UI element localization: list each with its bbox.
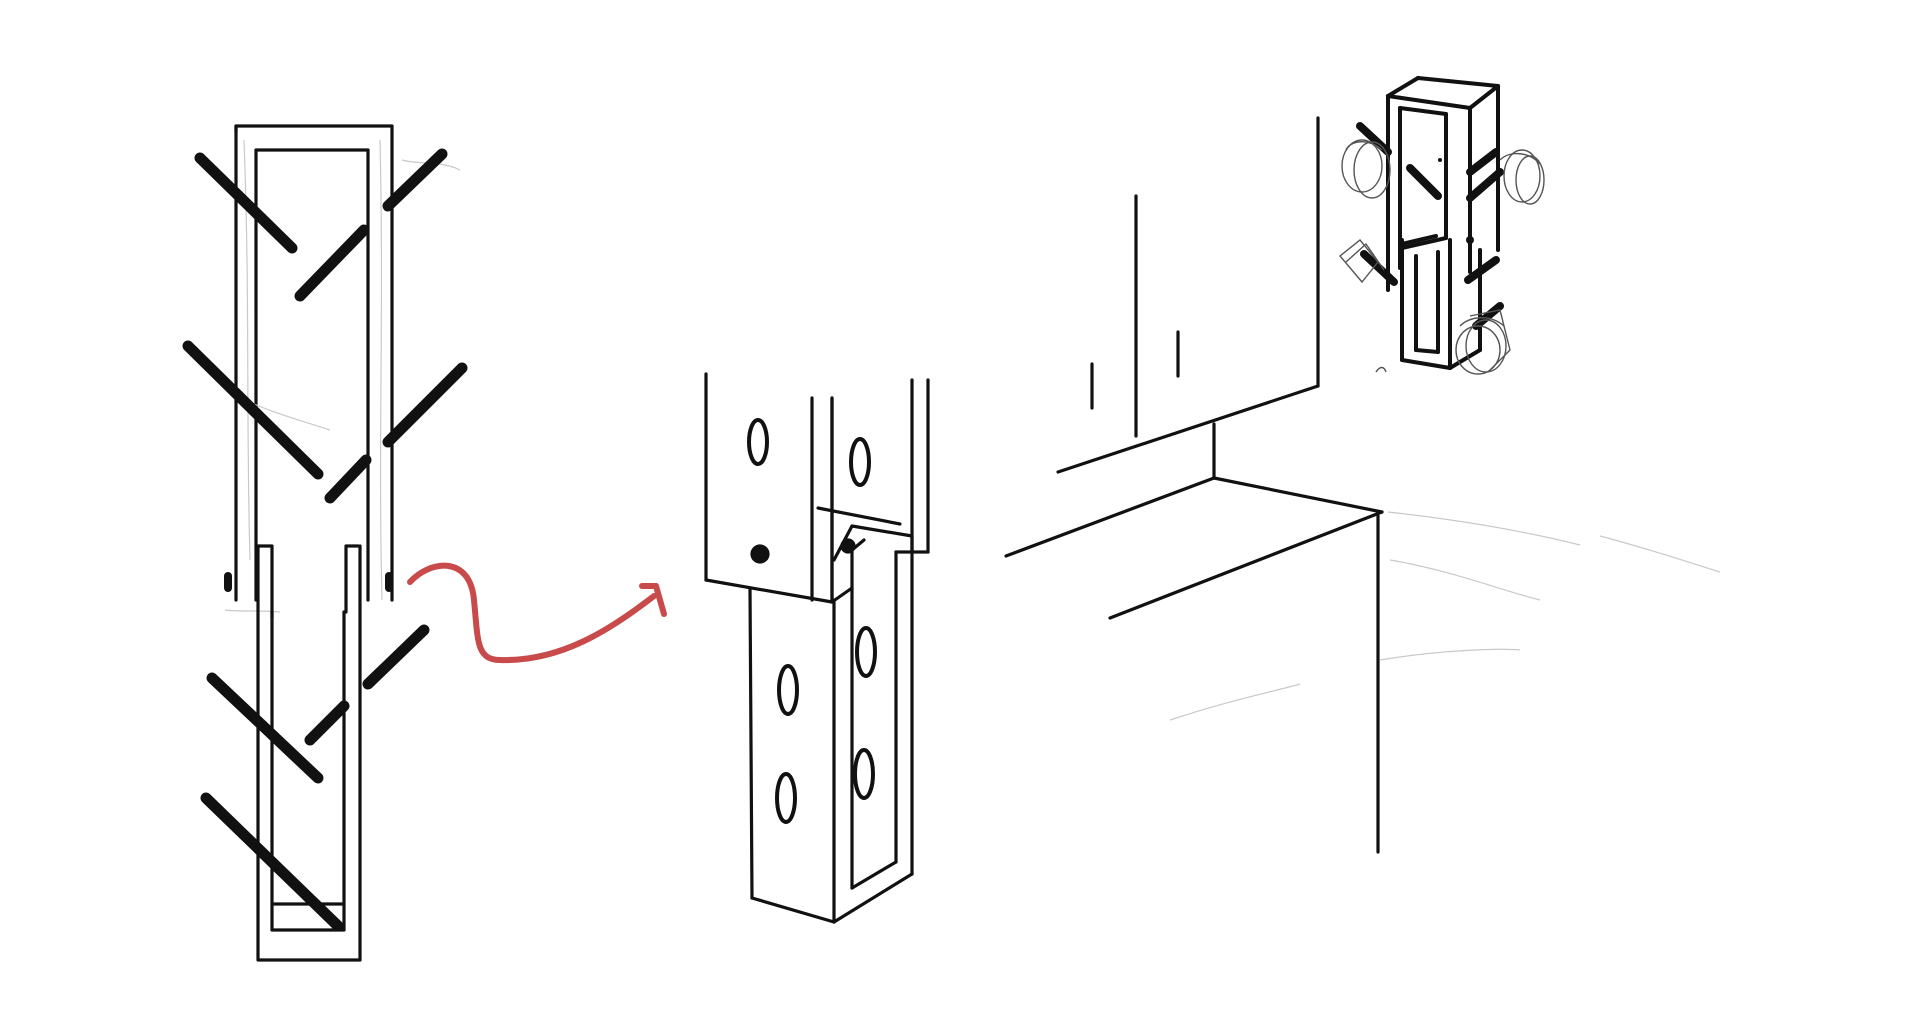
curved-arrow-icon xyxy=(407,562,667,664)
pin-dot-icon xyxy=(840,538,856,554)
pin-dot-icon xyxy=(1466,236,1474,244)
figure-telescoping-post-rack xyxy=(182,124,468,962)
hole-icon xyxy=(777,664,799,716)
locking-pins xyxy=(224,572,393,592)
peg-lower-right-1-outer xyxy=(362,624,430,690)
pin-left-icon xyxy=(224,572,232,592)
upper-tube-front-face xyxy=(704,372,834,604)
hole-icon xyxy=(853,748,875,800)
pin-dot-icon xyxy=(1438,158,1442,162)
peg-upper-right-1-inner xyxy=(294,224,370,302)
adjustment-holes xyxy=(747,418,877,824)
peg-upper-right-2-inner xyxy=(324,454,372,504)
peg-lower-left-2 xyxy=(200,792,344,932)
hole-icon xyxy=(747,418,769,466)
perspective-guides xyxy=(1169,511,1721,721)
peg-lower-right-1-inner xyxy=(304,700,350,746)
peg-lower-left-1 xyxy=(206,672,324,784)
lower-tube-body xyxy=(748,524,914,924)
pin-dot-icon xyxy=(750,544,770,564)
hanging-objects-scribble xyxy=(1339,139,1545,375)
hole-icon xyxy=(849,437,871,487)
figure-joint-detail xyxy=(704,372,930,924)
lower-tube-outline xyxy=(256,544,362,962)
peg-upper-left-2 xyxy=(182,340,324,480)
figure-wall-mounted-rack xyxy=(1004,76,1721,854)
peg-upper-right-1-outer xyxy=(382,148,448,212)
upper-tube-outline xyxy=(234,124,394,602)
pin-right-icon xyxy=(385,572,393,592)
hole-icon xyxy=(775,772,797,824)
small-rack xyxy=(1386,76,1500,370)
peg-upper-left-1 xyxy=(194,152,298,254)
peg-upper-right-2-outer xyxy=(382,362,468,448)
hole-icon xyxy=(855,626,877,678)
wall-and-shelf-lines xyxy=(1004,116,1384,854)
peg-arms xyxy=(182,148,468,932)
